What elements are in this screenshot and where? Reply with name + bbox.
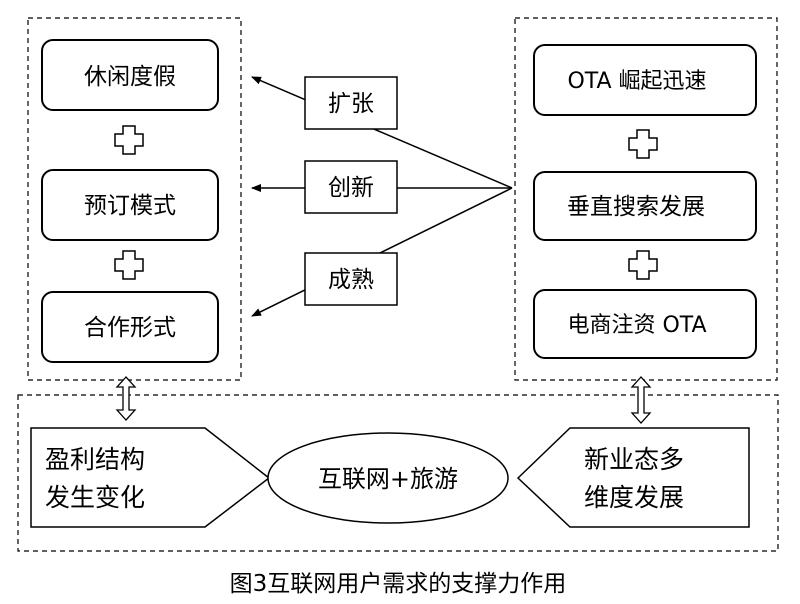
left-box-booking-label: 预订模式 (84, 193, 176, 219)
label-mature-text: 成熟 (328, 267, 374, 293)
left-box-cooperation-label: 合作形式 (84, 315, 176, 341)
right-plus-icon-1 (628, 129, 658, 159)
left-box-leisure (41, 39, 219, 111)
right-box-ecommerce-ota-label: 电商注资 OTA (567, 313, 706, 338)
arrow-expand (251, 76, 513, 189)
arrow-mature (251, 187, 513, 317)
bottom-group-container (17, 394, 779, 552)
left-plus-icon-1 (114, 125, 144, 155)
right-group-container (514, 17, 778, 381)
bottom-right-line1: 新业态多 (584, 445, 684, 474)
right-box-ota-rise (533, 44, 757, 116)
right-box-vertical-search-label: 垂直搜索发展 (567, 194, 705, 220)
bottom-right-pentagon (516, 427, 750, 528)
right-box-ecommerce-ota (533, 289, 757, 359)
center-ellipse-label: 互联网+旅游 (318, 465, 458, 493)
right-plus-icon-2 (628, 250, 658, 280)
label-box-expand (304, 76, 398, 130)
label-innovate-text: 创新 (328, 175, 374, 201)
left-box-cooperation (41, 291, 219, 363)
double-arrow-right (630, 376, 652, 424)
bottom-left-line1: 盈利结构 (45, 445, 145, 474)
double-arrow-left (115, 376, 137, 421)
left-box-booking (41, 169, 219, 241)
center-ellipse (267, 432, 509, 524)
right-box-ota-rise-label: OTA 崛起迅速 (567, 69, 706, 94)
label-box-mature (304, 252, 398, 306)
bottom-left-line2: 发生变化 (45, 483, 145, 512)
figure-caption: 图3互联网用户需求的支撑力作用 (230, 571, 567, 597)
label-box-innovate (304, 160, 398, 214)
right-box-vertical-search (533, 171, 757, 241)
left-plus-icon-2 (114, 250, 144, 280)
bottom-left-pentagon (30, 427, 271, 528)
label-expand-text: 扩张 (328, 91, 374, 117)
bottom-right-line2: 维度发展 (584, 483, 684, 512)
left-box-leisure-label: 休闲度假 (84, 64, 176, 90)
